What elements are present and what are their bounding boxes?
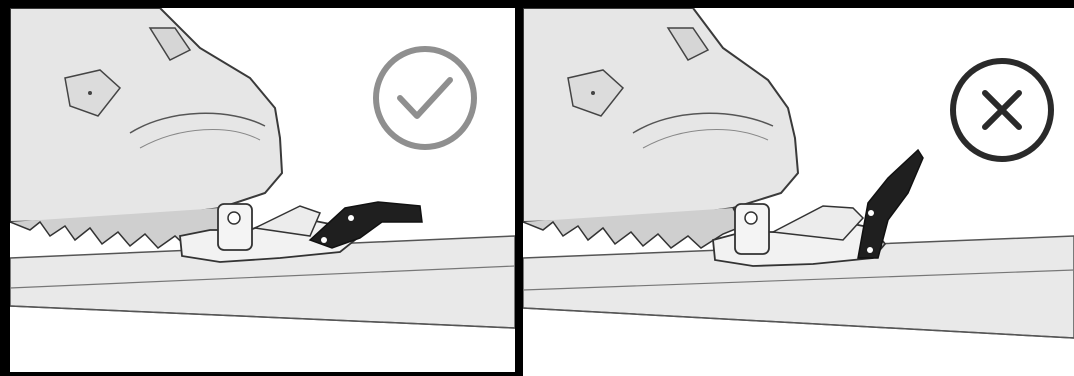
incorrect-binding-illustration [523, 8, 1074, 376]
panel-correct [10, 8, 515, 372]
correct-binding-illustration [10, 8, 515, 372]
cross-icon [953, 61, 1051, 159]
panel-incorrect [523, 8, 1074, 376]
checkmark-icon [376, 49, 474, 147]
